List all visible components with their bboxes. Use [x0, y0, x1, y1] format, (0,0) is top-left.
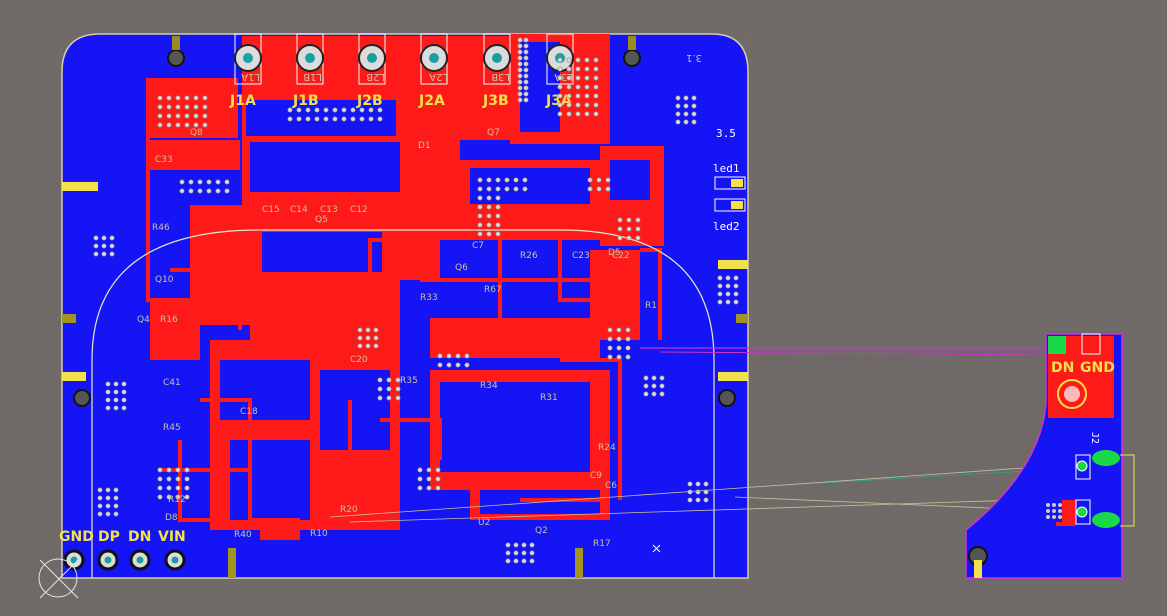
designator-r10: R10: [310, 529, 328, 539]
via-arrays: [93, 37, 739, 564]
designator-r33: R33: [420, 293, 438, 303]
designator-c20: C20: [350, 355, 368, 365]
small-board-designator: J2: [1089, 432, 1100, 444]
designator-q6: Q6: [455, 263, 468, 273]
designator-q2: Q2: [535, 526, 548, 536]
svg-text:L2A: L2A: [429, 71, 448, 82]
designator-d1: D1: [418, 141, 431, 151]
connector-label-j2b: J2B: [356, 93, 383, 109]
designator-r67: R67: [484, 285, 502, 295]
designator-r40: R40: [234, 530, 252, 540]
designator-r35: R35: [400, 376, 418, 386]
designator-r45: R45: [163, 423, 181, 433]
designator-c14: C14: [290, 205, 308, 215]
bottom-pads: [63, 549, 186, 571]
designator-c22: C22: [612, 251, 630, 261]
led-footprints: [714, 176, 746, 212]
led2-label: led2: [713, 220, 740, 233]
small-board-pad-dn: DN: [1051, 360, 1074, 376]
designator-c12: C12: [350, 205, 368, 215]
corner-label: 3.1: [686, 52, 702, 63]
svg-text:L3A: L3A: [554, 71, 573, 82]
designator-r1: R1: [645, 301, 657, 311]
designator-q10: Q10: [155, 275, 174, 285]
designator-q7: Q7: [487, 128, 500, 138]
cross-marker-icon: [652, 544, 661, 553]
svg-text:L1B: L1B: [303, 71, 322, 82]
pad-label-dp: DP: [98, 529, 120, 545]
top-connectors: [234, 33, 574, 85]
pad-label-gnd: GND: [59, 529, 94, 545]
designator-c6: C6: [605, 481, 617, 491]
designator-q5: Q5: [315, 215, 328, 225]
edge-fingers: [62, 182, 748, 578]
connector-label-j1b: J1B: [292, 93, 319, 109]
small-board: [965, 333, 1135, 579]
designator-r26: R26: [520, 251, 538, 261]
connector-label-j2a: J2A: [418, 93, 445, 109]
pad-label-vin: VIN: [158, 529, 186, 545]
pad-label-dn: DN: [128, 529, 151, 545]
designator-r34: R34: [480, 381, 498, 391]
red-traces: [146, 78, 662, 522]
connector-pin-texts: L1A L1B L2B L2A L3B L3A: [241, 71, 573, 82]
designator-r46: R46: [152, 223, 170, 233]
keepout-outline: [91, 229, 715, 578]
designator-c18: C18: [240, 407, 258, 417]
designator-c9: C9: [590, 471, 602, 481]
mounting-holes: [73, 36, 736, 407]
svg-text:L1A: L1A: [241, 71, 260, 82]
designator-c41: C41: [163, 378, 181, 388]
designator-d5: D5: [608, 248, 621, 258]
designator-c33: C33: [155, 155, 173, 165]
designator-r16: R16: [160, 315, 178, 325]
svg-text:L3B: L3B: [491, 71, 510, 82]
origin-marker-icon: [38, 558, 79, 599]
version-label: 3.5: [716, 127, 736, 140]
led1-label: led1: [713, 162, 740, 175]
designator-q8: Q8: [190, 128, 203, 138]
designator-d8: D8: [165, 513, 178, 523]
connector-label-j3b: J3B: [482, 93, 509, 109]
designator-c23: C23: [572, 251, 590, 261]
small-board-pad-gnd: GND: [1080, 360, 1115, 376]
designator-c13: C13: [320, 205, 338, 215]
designator-r12: R12: [168, 495, 186, 505]
designator-r20: R20: [340, 505, 358, 515]
copper-pour-cutouts: [220, 42, 650, 520]
designator-r24: R24: [598, 443, 616, 453]
designator-u2: U2: [478, 518, 490, 528]
designator-r17: R17: [593, 539, 611, 549]
connector-label-j1a: J1A: [229, 93, 256, 109]
svg-text:L2B: L2B: [366, 71, 385, 82]
designator-c15: C15: [262, 205, 280, 215]
connector-label-j3a: J3A: [545, 93, 572, 109]
designator-c7: C7: [472, 241, 484, 251]
designator-r31: R31: [540, 393, 558, 403]
designator-q4: Q4: [137, 315, 150, 325]
